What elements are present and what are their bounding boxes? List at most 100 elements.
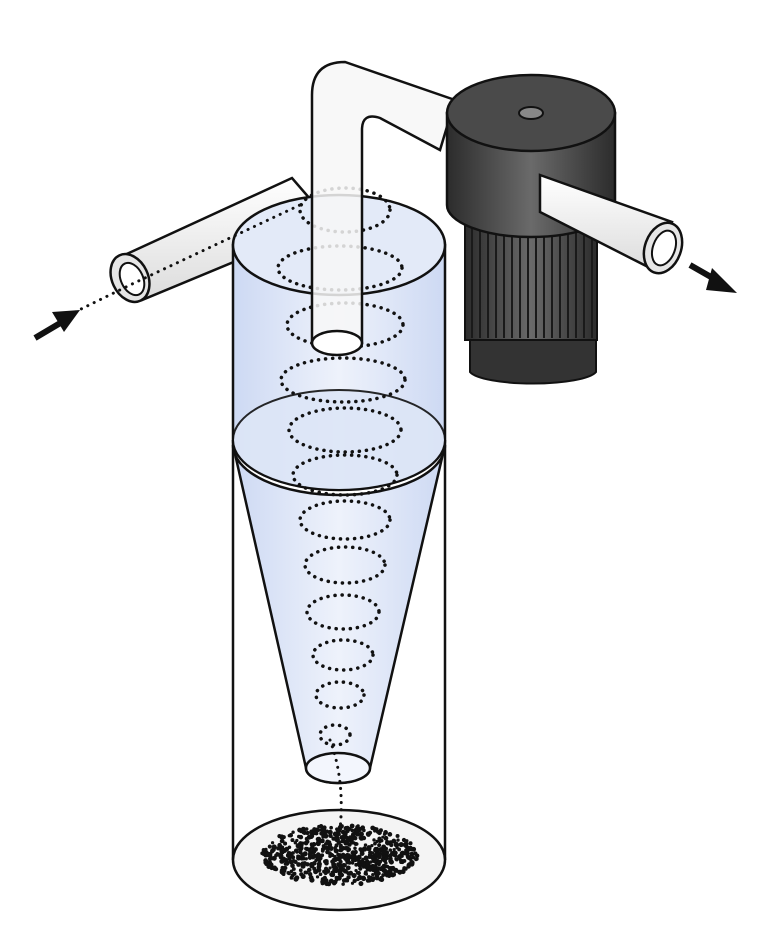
funnel-drop-line: [328, 738, 343, 832]
spiral-loop: [303, 545, 387, 585]
dust-particle: [345, 852, 350, 857]
dust-particle: [340, 854, 344, 858]
dust-particle: [327, 829, 333, 835]
dust-particle: [279, 839, 284, 844]
dust-particle: [267, 844, 272, 849]
spiral-loop: [291, 453, 399, 497]
dust-particle: [329, 872, 333, 876]
dust-particle: [395, 857, 399, 862]
dust-particle: [410, 860, 415, 865]
dust-particle: [260, 851, 265, 856]
dust-particle: [367, 830, 373, 835]
spiral-loop: [305, 593, 381, 631]
dust-particle: [379, 838, 384, 843]
dust-particle: [316, 836, 322, 842]
dust-particle: [413, 851, 418, 856]
dust-particle: [339, 848, 344, 853]
dust-particle: [315, 875, 320, 879]
dust-particle: [393, 841, 399, 847]
dust-particle: [289, 869, 294, 874]
dust-particle: [314, 858, 319, 863]
dust-particle: [322, 827, 327, 832]
dust-particle: [345, 870, 349, 874]
dust-particle: [388, 848, 393, 852]
dust-particle: [300, 863, 306, 869]
dust-particle: [377, 859, 383, 864]
dust-particle: [307, 852, 313, 857]
dust-particle: [305, 830, 310, 835]
dust-particle: [331, 880, 337, 886]
dust-particle: [375, 829, 380, 834]
dust-particle: [298, 868, 303, 873]
dust-particle: [292, 859, 296, 863]
dust-particle: [312, 850, 317, 854]
dust-particle: [341, 836, 346, 841]
dust-particle: [372, 864, 378, 869]
spiral-loop: [298, 499, 392, 541]
dust-particle: [374, 852, 379, 857]
dust-particle: [303, 870, 308, 875]
dust-particle: [341, 878, 347, 883]
dust-particle: [284, 860, 290, 866]
fan-motor: [445, 73, 617, 385]
dust-particle: [342, 855, 348, 861]
dust-particle: [374, 876, 380, 881]
dust-particle: [333, 854, 337, 859]
dust-particle: [271, 844, 277, 850]
dust-particle: [381, 873, 386, 877]
dust-particle: [300, 873, 306, 880]
dust-particle: [375, 839, 379, 844]
dust-particle: [280, 865, 285, 870]
dust-particle: [384, 861, 388, 865]
dust-particle: [345, 859, 350, 865]
dust-particle: [349, 854, 355, 860]
dust-particle: [398, 841, 404, 848]
dust-particle: [303, 840, 309, 846]
dust-particle: [400, 869, 406, 875]
dust-particle: [297, 827, 302, 833]
dust-particle: [328, 854, 332, 858]
dust-particle: [354, 862, 359, 867]
dust-particle: [407, 855, 411, 859]
dust-particle: [356, 824, 360, 828]
dust-particle: [361, 836, 366, 840]
dust-particle: [323, 834, 328, 839]
dust-particle: [275, 851, 279, 856]
dust-particle: [387, 832, 393, 837]
dust-particle: [398, 853, 403, 859]
dust-particle: [327, 851, 332, 856]
dust-particle: [372, 838, 376, 842]
outlet-arrow-icon: [688, 262, 737, 293]
dust-particle: [291, 867, 296, 871]
dust-particle: [323, 870, 328, 876]
vortex-spiral: [276, 186, 407, 747]
dust-particle: [304, 836, 309, 841]
dust-particle: [378, 847, 384, 852]
dust-particle: [362, 847, 368, 852]
dust-particle: [354, 842, 359, 846]
dust-particle: [330, 859, 335, 864]
dust-particle: [272, 865, 276, 870]
dust-particle: [287, 856, 292, 861]
dust-particle: [353, 846, 357, 850]
dust-particle: [328, 833, 332, 838]
dust-particle: [279, 858, 285, 864]
dust-particle: [305, 862, 310, 867]
dust-particle: [265, 852, 271, 858]
dust-particle: [374, 846, 380, 852]
spiral-loop: [279, 356, 407, 404]
dust-particle: [406, 845, 410, 850]
dust-particle: [343, 845, 349, 851]
dust-particle: [261, 848, 266, 853]
dust-particle: [335, 856, 340, 861]
dust-particle: [401, 837, 407, 843]
dust-particle: [359, 859, 364, 864]
dust-particle: [356, 833, 360, 837]
dust-particle: [333, 848, 338, 853]
dust-particle: [395, 833, 400, 838]
dust-particle: [336, 862, 341, 867]
dust-particle: [304, 846, 308, 851]
dust-particle: [382, 832, 387, 836]
dust-particle: [333, 845, 337, 850]
